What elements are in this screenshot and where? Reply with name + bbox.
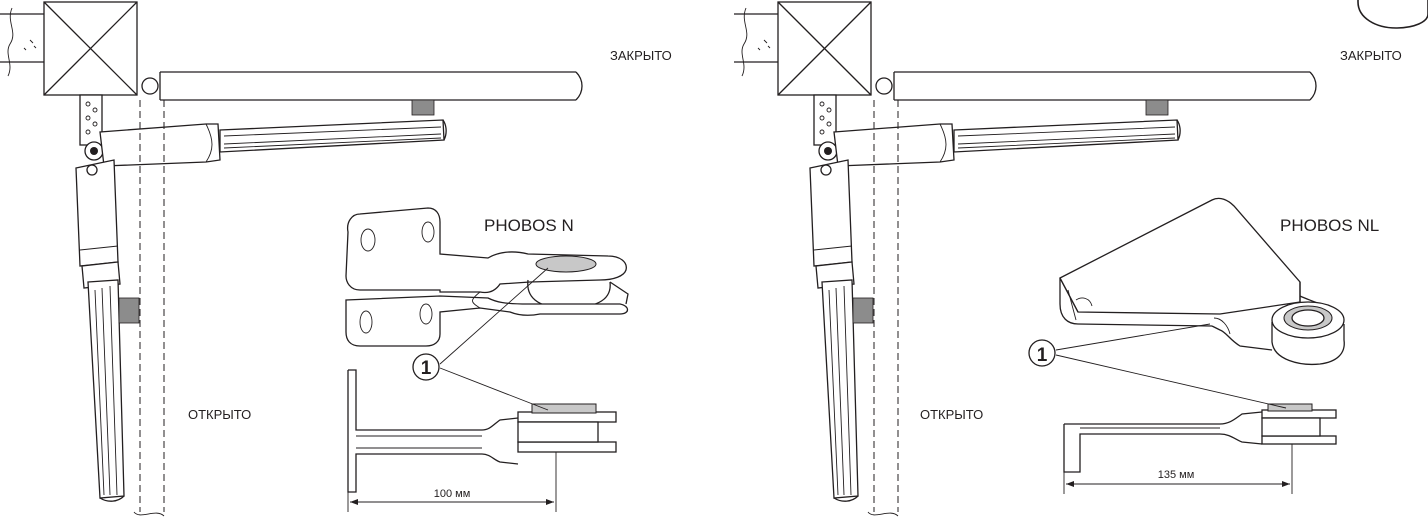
callout-circle: [1028, 339, 1056, 367]
callout-number-left: 1: [421, 358, 432, 379]
closed-label-left: ЗАКРЫТО: [610, 48, 672, 63]
phobos-nl-bracket: [1059, 197, 1345, 366]
closed-label-right: ЗАКРЫТО: [1340, 48, 1402, 63]
dimension-label-left: 100 мм: [434, 488, 471, 500]
left-panel: [0, 1, 629, 517]
model-label-right: PHOBOS NL: [1280, 216, 1379, 235]
phobos-n-bracket: [345, 207, 629, 347]
callout-number-right: 1: [1037, 345, 1048, 366]
callout-circle: [412, 353, 440, 381]
open-label-left: ОТКРЫТО: [188, 407, 251, 422]
open-label-right: ОТКРЫТО: [920, 407, 983, 422]
phobos-nl-side-view: [1063, 403, 1337, 494]
dimension-label-right: 135 мм: [1158, 469, 1195, 481]
page-tab: [1357, 0, 1428, 29]
phobos-n-side-view: [347, 369, 617, 512]
right-panel: [733, 0, 1428, 517]
model-label-left: PHOBOS N: [484, 216, 574, 235]
